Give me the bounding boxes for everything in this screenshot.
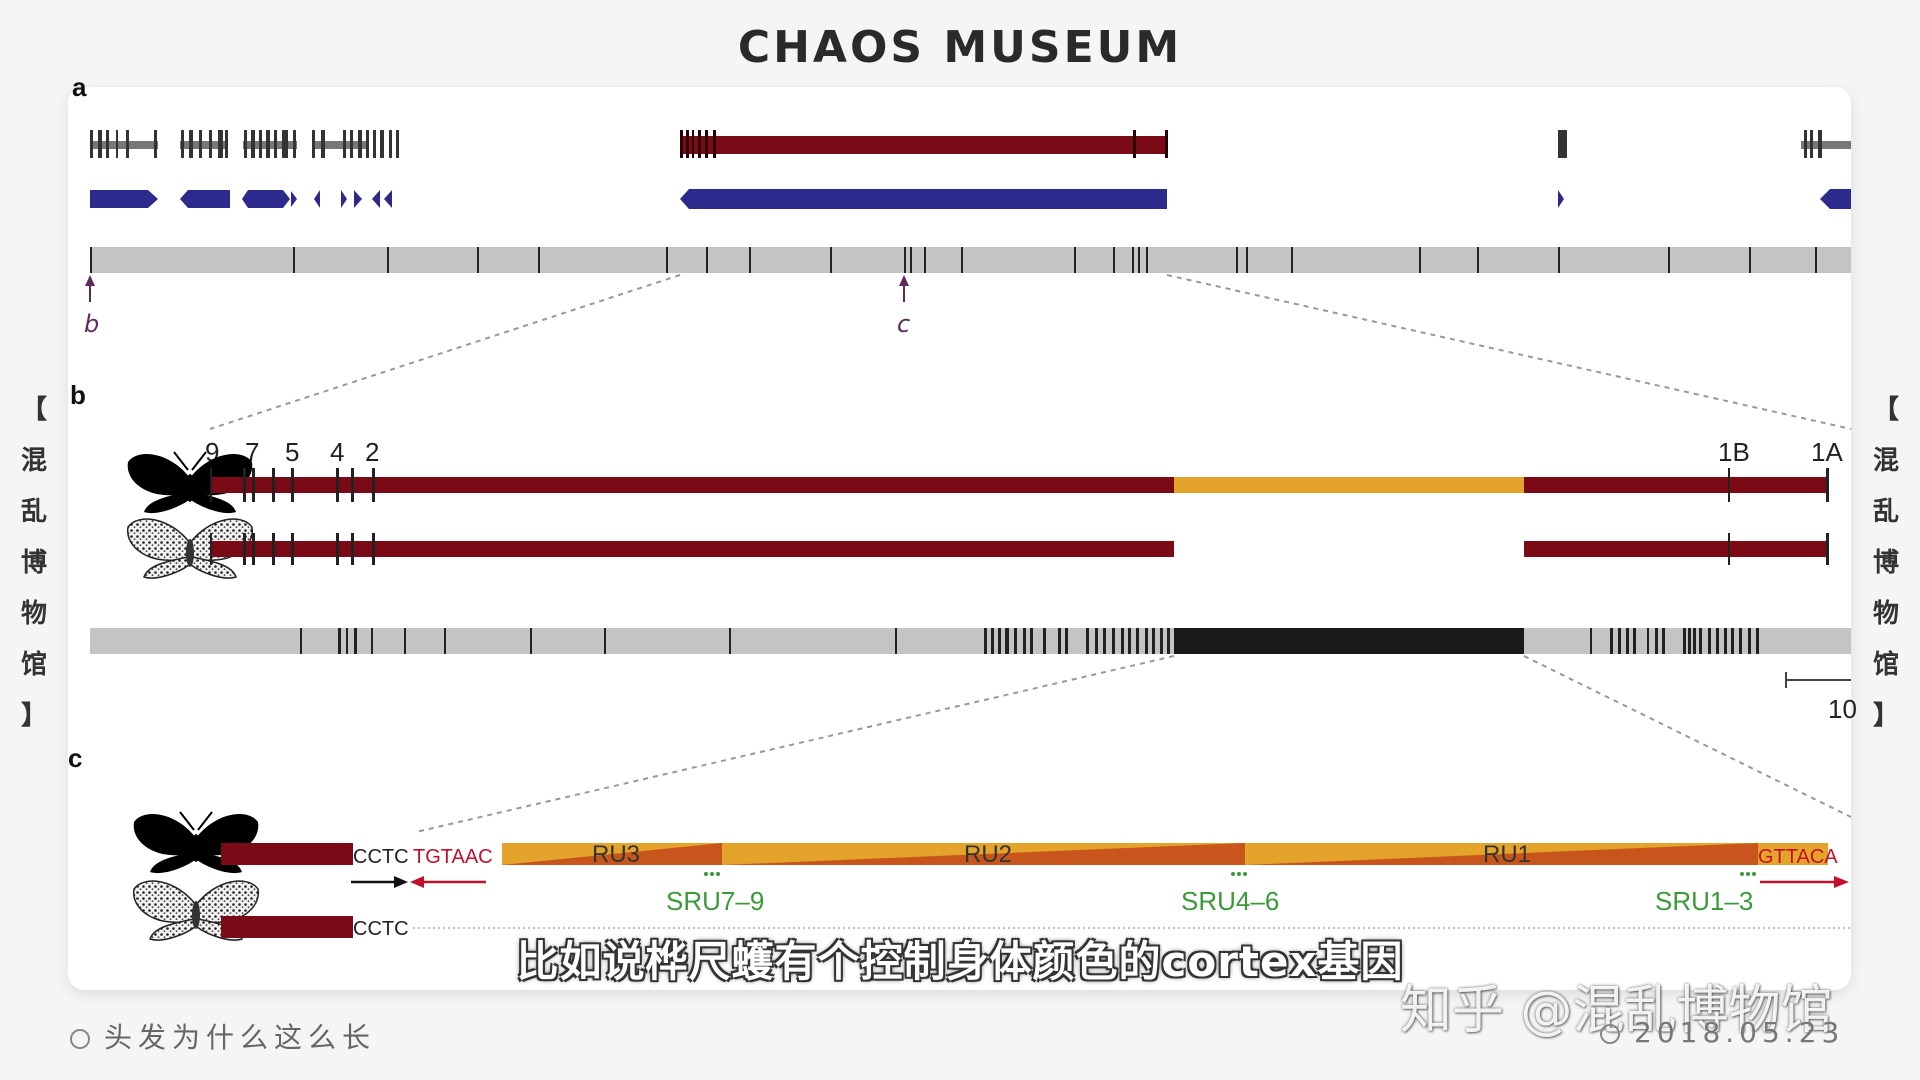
dark-allele-left-bar — [210, 477, 1174, 493]
forward-red-arrow-icon — [1760, 876, 1849, 888]
side-char: 馆 — [1872, 650, 1899, 680]
side-char: 博 — [1872, 548, 1899, 578]
side-char: 【 — [20, 395, 47, 425]
pale-allele-left-bar — [210, 541, 1174, 557]
video-subtitle: 比如说桦尺蠖有个控制身体颜色的cortex基因 — [516, 937, 1404, 986]
footer-date-text: 2018.05.23 — [1634, 1016, 1845, 1049]
moth-pale-icon — [132, 880, 260, 941]
panel-a-strand-arrows — [90, 189, 1851, 209]
scale-bar — [1785, 672, 1851, 688]
zoom-lines-a-b — [209, 274, 1852, 430]
footer-date: 2018.05.23 — [1600, 1016, 1844, 1049]
panel-a-exon-ticks — [90, 130, 1822, 158]
exon-label: 1B — [1718, 437, 1750, 467]
seq-dark-red: TGTAAC — [413, 846, 493, 868]
dark-allele-insertion — [1174, 477, 1524, 493]
gene-diagram: a — [68, 72, 1857, 941]
side-char: 】 — [20, 701, 47, 731]
side-char: 乱 — [20, 497, 47, 527]
pale-allele-exon-ticks — [210, 533, 1829, 565]
repeat-unit-label: RU2 — [964, 841, 1012, 868]
exon-labels: 9 7 5 4 2 1B 1A — [205, 437, 1843, 467]
carbonaria-flank-bar — [221, 843, 353, 865]
dark-allele-right-bar — [1524, 477, 1829, 493]
side-label-right: 【 混 乱 博 物 馆 】 — [1866, 385, 1906, 742]
arrow-b-icon — [85, 275, 95, 302]
panel-a-scaffold-axis — [90, 247, 1851, 273]
side-char: 】 — [1872, 701, 1899, 731]
arrow-c-icon — [899, 275, 909, 302]
seq-dark-left: CCTC — [353, 846, 409, 868]
transposon-repeat-block — [502, 843, 1828, 865]
panel-b-axis — [90, 628, 1851, 654]
sub-repeat-labels: SRU7–9 SRU4–6 SRU1–3 — [666, 886, 1753, 916]
panel-b-te-block — [1174, 628, 1524, 654]
side-char: 馆 — [20, 650, 47, 680]
side-char: 物 — [20, 599, 47, 629]
footer-topic: 头发为什么这么长 — [70, 1016, 376, 1056]
figure-card: a — [68, 72, 1857, 990]
scale-label: 10 — [1828, 694, 1857, 724]
panel-b-label: b — [70, 380, 86, 410]
repeat-unit-labels: RU3 RU2 RU1 — [592, 841, 1531, 868]
ring-icon — [70, 1029, 90, 1049]
side-char: 【 — [1872, 395, 1899, 425]
arrow-c-label: c — [897, 310, 910, 338]
footer-topic-text: 头发为什么这么长 — [104, 1021, 377, 1054]
arrow-b-label: b — [84, 310, 99, 338]
panel-c-label: c — [68, 743, 82, 773]
exon-label: 5 — [285, 437, 299, 467]
sub-repeat-label: SRU7–9 — [666, 886, 764, 916]
panel-a-axis-ticks — [90, 247, 1817, 273]
side-label-left: 【 混 乱 博 物 馆 】 — [14, 385, 54, 742]
panel-a-label: a — [72, 72, 87, 102]
exon-label: 4 — [330, 437, 344, 467]
forward-arrow-icon — [351, 876, 408, 888]
reverse-arrow-icon — [410, 876, 486, 888]
exon-label: 2 — [365, 437, 379, 467]
seq-pale-left: CCTC — [353, 918, 409, 940]
dark-allele-exon-ticks — [210, 468, 1829, 502]
side-char: 混 — [1872, 446, 1899, 476]
sub-repeat-dots — [704, 872, 1756, 876]
typica-flank-bar — [221, 916, 353, 938]
side-char: 博 — [20, 548, 47, 578]
panel-a-cortex-exons — [680, 130, 1168, 158]
sub-repeat-label: SRU1–3 — [1655, 886, 1753, 916]
exon-label: 1A — [1811, 437, 1843, 467]
repeat-unit-label: RU3 — [592, 841, 640, 868]
panel-b-axis-ticks — [300, 628, 1759, 654]
side-char: 混 — [20, 446, 47, 476]
side-char: 乱 — [1872, 497, 1899, 527]
sub-repeat-label: SRU4–6 — [1181, 886, 1279, 916]
ring-icon — [1600, 1024, 1620, 1044]
pale-allele-right-bar — [1524, 541, 1829, 557]
side-char: 物 — [1872, 599, 1899, 629]
seq-dark-right: GTTACA — [1758, 846, 1838, 868]
panel-a-cortex-bar — [680, 136, 1167, 154]
page-title: CHAOS MUSEUM — [737, 22, 1183, 73]
repeat-unit-label: RU1 — [1483, 841, 1531, 868]
zoom-lines-b-c — [415, 655, 1852, 833]
